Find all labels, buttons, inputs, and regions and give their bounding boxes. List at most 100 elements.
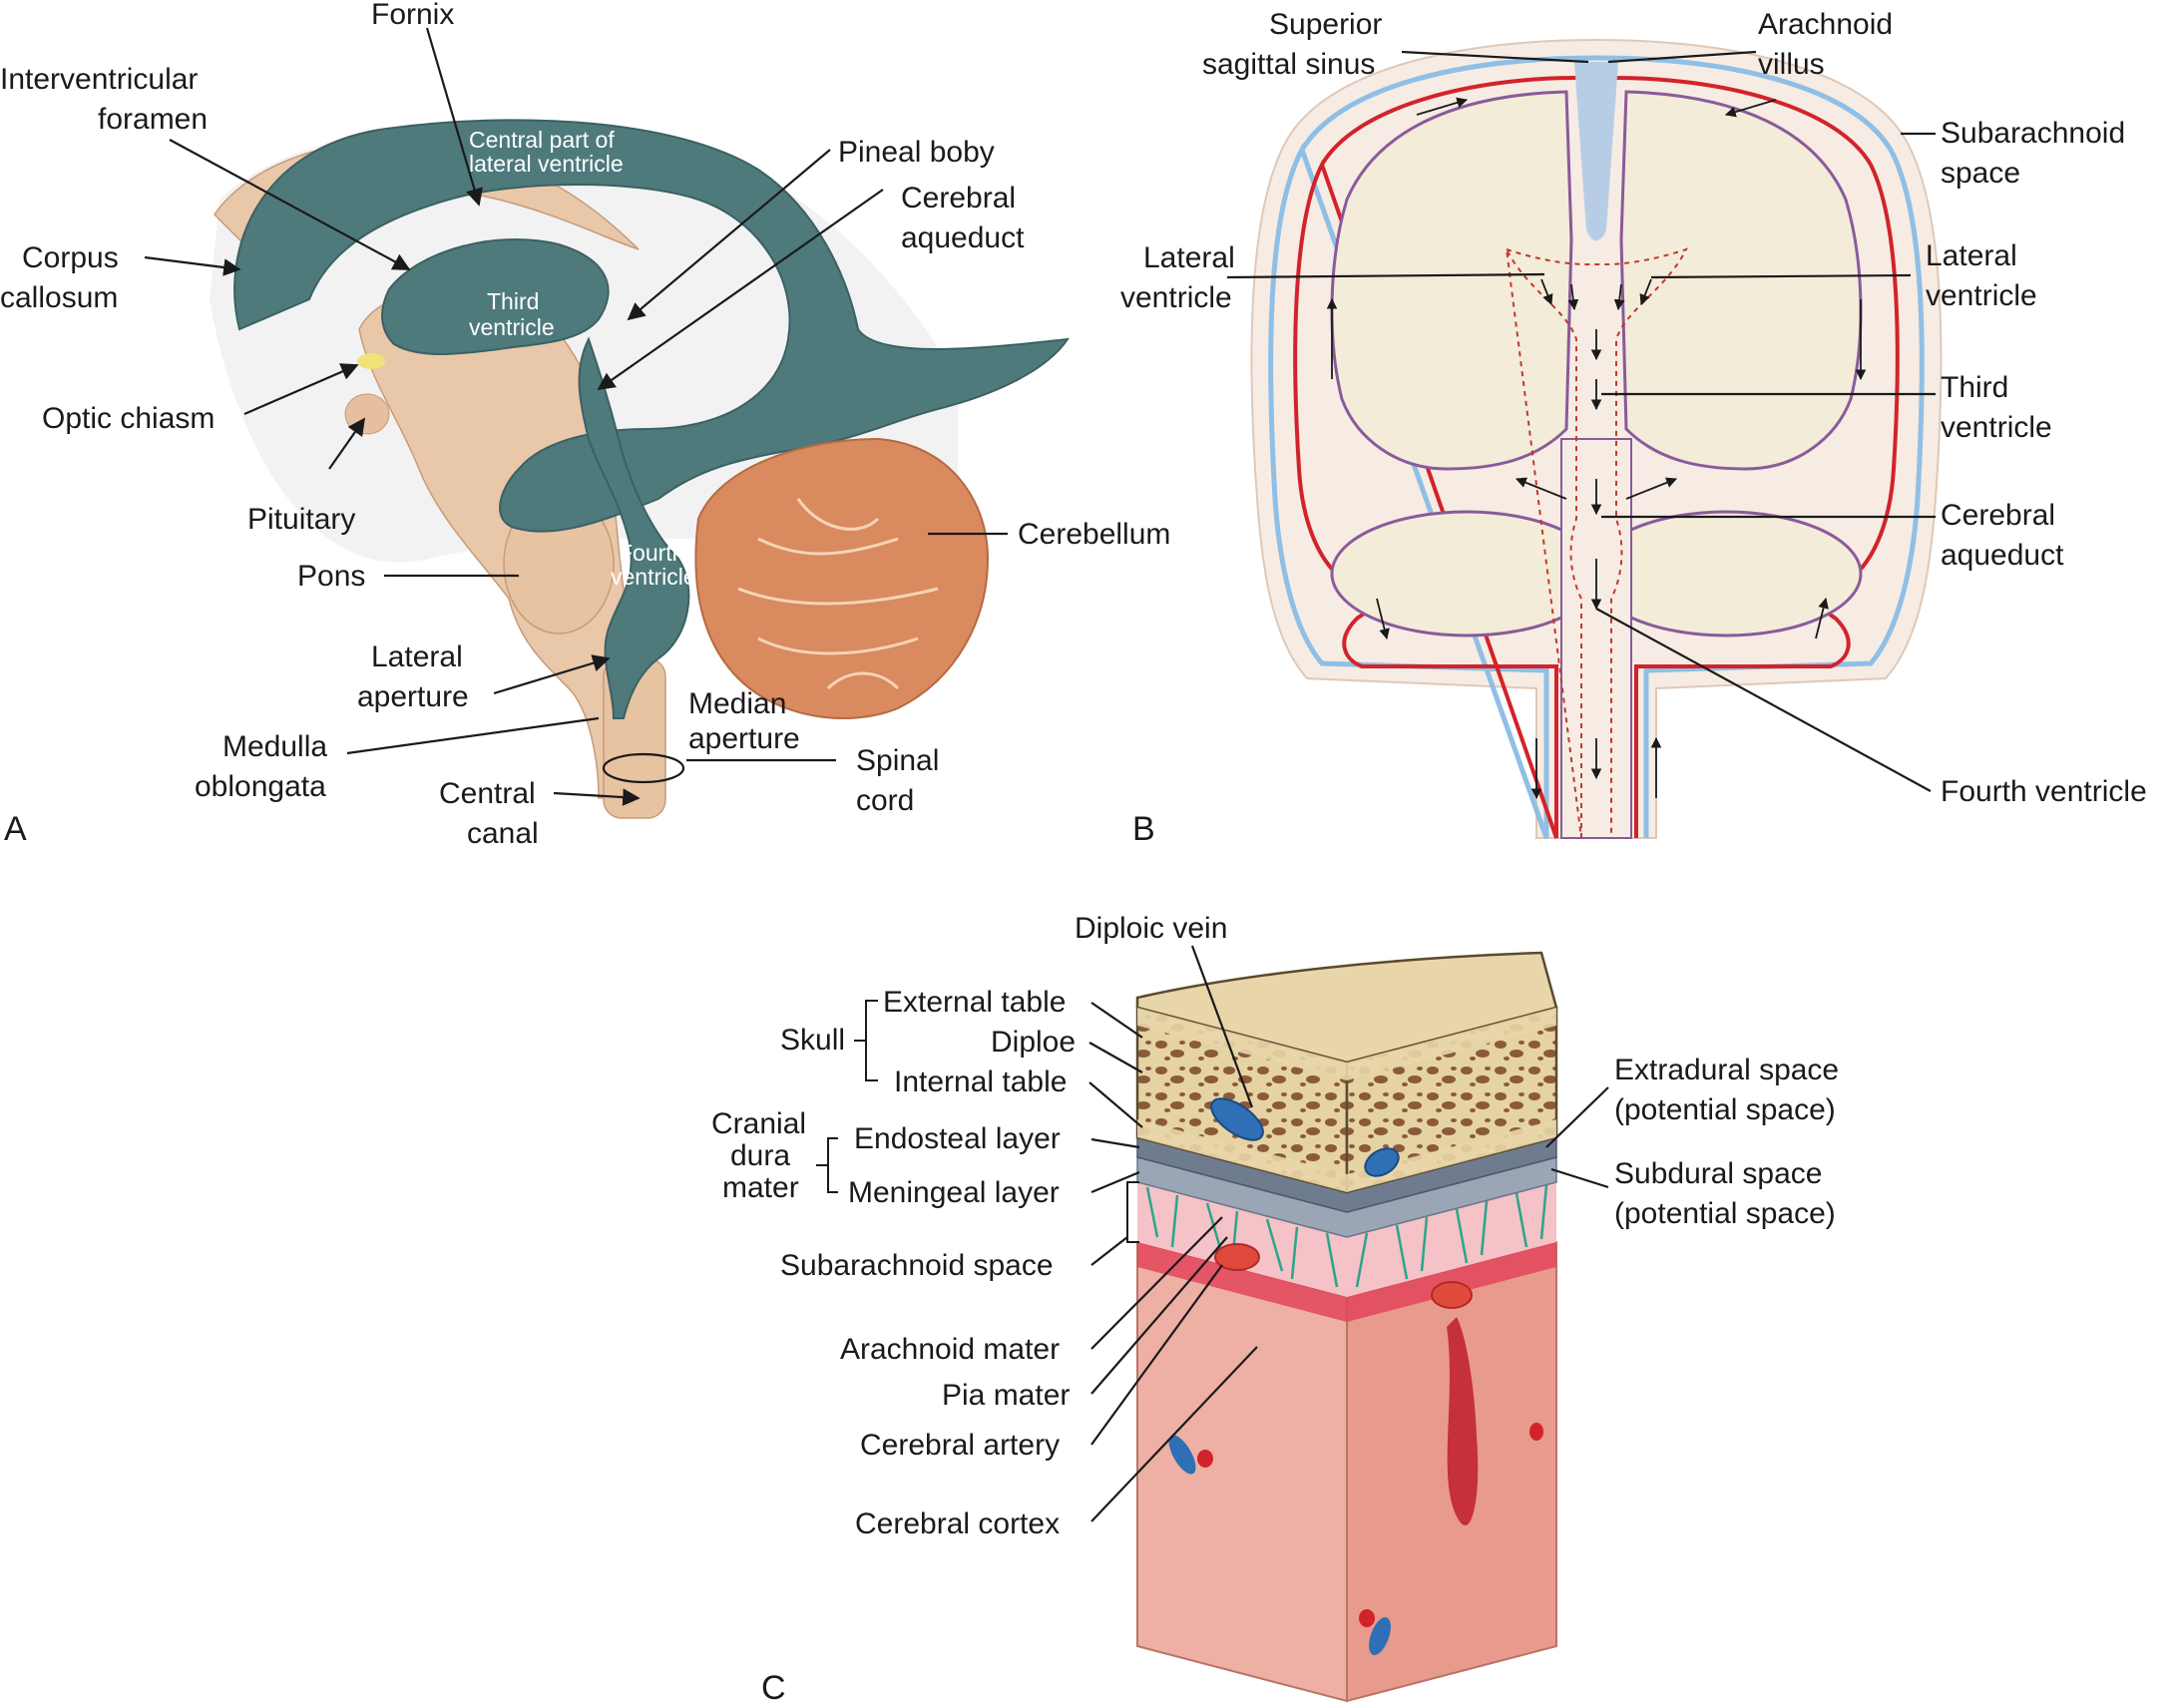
label-extradural-space-2: (potential space) <box>1614 1093 1836 1126</box>
label-arachnoid-mater: Arachnoid mater <box>840 1333 1060 1366</box>
label-central-part-lateral-ventricle-1: Central part of <box>469 127 615 153</box>
label-interventricular-foramen-2: foramen <box>98 103 208 136</box>
panel-letter-b: B <box>1132 810 1155 848</box>
pia-surface <box>1137 1242 1556 1322</box>
cortex-artery-1 <box>1197 1450 1213 1468</box>
label-internal-table: Internal table <box>894 1066 1067 1098</box>
ventricles-dotted <box>1506 247 1688 839</box>
label-lateral-aperture-1: Lateral <box>371 640 463 673</box>
panel-b: Superior sagittal sinus Arachnoid villus… <box>1120 8 2147 848</box>
label-third-ventricle-b-2: ventricle <box>1941 411 2052 444</box>
internal-table-band <box>1137 1119 1556 1192</box>
label-skull: Skull <box>780 1024 845 1057</box>
panel-c-brackets <box>816 1000 1139 1243</box>
label-cerebral-artery: Cerebral artery <box>860 1429 1060 1462</box>
label-diploe: Diploe <box>991 1026 1076 1059</box>
label-fornix: Fornix <box>371 0 454 31</box>
panel-a-leaders <box>144 27 1008 806</box>
label-superior-sagittal-sinus-2: sagittal sinus <box>1202 48 1375 81</box>
label-third-ventricle-b-1: Third <box>1941 371 2008 404</box>
label-spinal-cord-2: cord <box>856 784 914 817</box>
label-meningeal-layer: Meningeal layer <box>848 1176 1060 1209</box>
arachnoid-trabeculae <box>1145 1184 1548 1288</box>
label-medulla-oblongata-1: Medulla <box>222 730 327 763</box>
cerebellum-shape <box>694 437 990 719</box>
label-cerebral-aqueduct-b-2: aqueduct <box>1941 539 2064 572</box>
aqueduct-fourth-ventricle-shape <box>578 336 690 719</box>
label-cerebral-cortex: Cerebral cortex <box>855 1507 1060 1540</box>
cortex-vein-1 <box>1168 1435 1196 1475</box>
label-cerebral-aqueduct-a-1: Cerebral <box>901 182 1016 214</box>
panel-a: Central part of lateral ventricle Third … <box>0 0 1170 850</box>
label-endosteal-layer: Endosteal layer <box>854 1122 1061 1155</box>
cerebellum-folia <box>737 498 939 690</box>
cortex-vein-2 <box>1369 1616 1391 1656</box>
label-cerebellum: Cerebellum <box>1018 518 1170 551</box>
label-fourth-ventricle-inner-1: Fourth <box>619 540 684 566</box>
label-pineal-body: Pineal boby <box>838 136 995 169</box>
label-interventricular-foramen-1: Interventricular <box>0 63 198 96</box>
label-median-aperture-1: Median <box>688 687 786 720</box>
label-fourth-ventricle-inner-2: ventricle <box>611 564 696 590</box>
cortex-artery-2 <box>1359 1609 1375 1627</box>
optic-chiasm-shape <box>357 353 385 369</box>
diploic-vein-shape-2 <box>1364 1147 1400 1177</box>
label-cerebral-aqueduct-b-1: Cerebral <box>1941 499 2055 532</box>
label-spinal-cord-1: Spinal <box>856 744 939 777</box>
label-central-canal-2: canal <box>467 817 539 850</box>
label-lateral-ventricle-left-2: ventricle <box>1120 281 1232 314</box>
label-cranial-dura-mater-3: mater <box>722 1171 799 1204</box>
label-lateral-aperture-2: aperture <box>357 680 469 713</box>
meninges-block-diagram <box>1135 951 1558 1703</box>
label-pituitary: Pituitary <box>247 503 355 536</box>
label-subarachnoid-space-b-1: Subarachnoid <box>1941 117 2125 150</box>
superior-sagittal-sinus-shape <box>1574 62 1618 241</box>
label-extradural-space-1: Extradural space <box>1614 1054 1839 1086</box>
label-central-canal-1: Central <box>439 777 536 810</box>
panel-c-leaders <box>1088 945 1609 1522</box>
label-optic-chiasm: Optic chiasm <box>42 402 215 435</box>
label-lateral-ventricle-left-1: Lateral <box>1143 241 1235 274</box>
label-diploic-vein: Diploic vein <box>1075 912 1227 945</box>
cerebral-artery-1 <box>1214 1243 1260 1271</box>
label-third-ventricle-inner-2: ventricle <box>469 314 555 340</box>
label-medulla-oblongata-2: oblongata <box>195 770 326 803</box>
label-external-table: External table <box>883 986 1066 1019</box>
coronal-csf-circulation-diagram <box>1250 38 1943 839</box>
label-subdural-space-1: Subdural space <box>1614 1157 1822 1190</box>
arachnoid-line <box>1268 55 1925 839</box>
label-lateral-ventricle-right-2: ventricle <box>1926 279 2037 312</box>
spinal-cord-section-ring <box>602 752 685 784</box>
label-superior-sagittal-sinus-1: Superior <box>1269 8 1382 41</box>
cortex-sulcus <box>1447 1317 1479 1525</box>
panel-c: Diploic vein Skull External table Diploe… <box>711 912 1839 1707</box>
panel-b-leaders <box>1226 50 1936 792</box>
cortex-artery-3 <box>1529 1423 1543 1441</box>
csf-flow-arrows <box>1326 97 1867 800</box>
third-ventricle-shape <box>381 238 610 355</box>
label-subarachnoid-space-b-2: space <box>1941 157 2020 190</box>
diploic-vein-shape-1 <box>1210 1097 1264 1141</box>
cerebral-artery-2 <box>1431 1281 1473 1309</box>
label-subdural-space-2: (potential space) <box>1614 1197 1836 1230</box>
label-pons: Pons <box>297 560 365 593</box>
label-arachnoid-villus-1: Arachnoid <box>1758 8 1893 41</box>
label-cerebral-aqueduct-a-2: aqueduct <box>901 221 1025 254</box>
label-subarachnoid-space-c: Subarachnoid space <box>780 1249 1054 1282</box>
panel-letter-c: C <box>761 1669 786 1707</box>
label-central-part-lateral-ventricle-2: lateral ventricle <box>469 151 624 177</box>
label-cranial-dura-mater-2: dura <box>730 1139 790 1172</box>
label-corpus-callosum-1: Corpus <box>22 241 119 274</box>
label-arachnoid-villus-2: villus <box>1758 48 1825 81</box>
label-cranial-dura-mater-1: Cranial <box>711 1107 806 1140</box>
label-pia-mater: Pia mater <box>942 1379 1070 1412</box>
panel-letter-a: A <box>4 810 27 848</box>
pituitary-shape <box>344 393 390 435</box>
external-table-band <box>1137 1008 1556 1080</box>
label-corpus-callosum-2: callosum <box>0 281 118 314</box>
label-third-ventricle-inner-1: Third <box>487 288 539 314</box>
lateral-ventricle-shape <box>233 119 1071 533</box>
label-median-aperture-2: aperture <box>688 722 800 755</box>
label-lateral-ventricle-right-1: Lateral <box>1926 239 2017 272</box>
